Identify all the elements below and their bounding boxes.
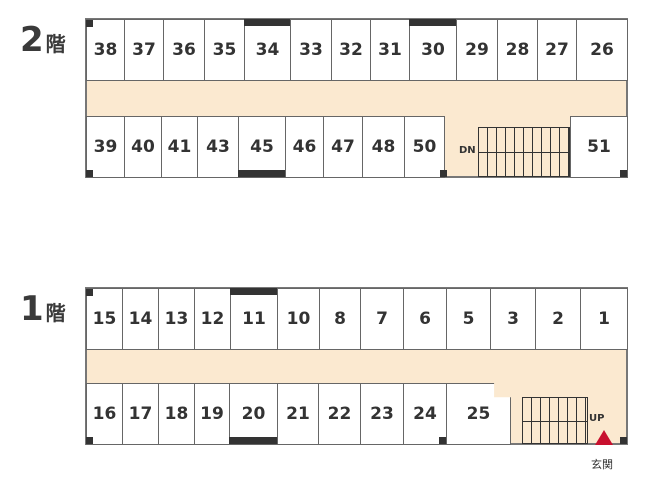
room-5[interactable]: 5 [446, 288, 491, 350]
window-bar [238, 170, 285, 177]
room-38[interactable]: 38 [86, 19, 125, 81]
room-30[interactable]: 30 [409, 19, 457, 81]
floor-number: 2 [20, 20, 44, 60]
pillar [86, 437, 93, 444]
staircase-1f [522, 397, 588, 444]
room-23[interactable]: 23 [360, 383, 404, 445]
room-41[interactable]: 41 [161, 116, 198, 178]
room-12[interactable]: 12 [194, 288, 231, 350]
room-25[interactable]: 25 [446, 383, 511, 445]
room-11[interactable]: 11 [230, 288, 278, 350]
room-35[interactable]: 35 [204, 19, 245, 81]
room-29[interactable]: 29 [456, 19, 498, 81]
room-43[interactable]: 43 [197, 116, 239, 178]
room-40[interactable]: 40 [124, 116, 162, 178]
room-3[interactable]: 3 [490, 288, 536, 350]
stair-up-label: UP [589, 413, 605, 424]
room-32[interactable]: 32 [331, 19, 371, 81]
room-34[interactable]: 34 [244, 19, 291, 81]
room-2[interactable]: 2 [535, 288, 581, 350]
room-6[interactable]: 6 [403, 288, 447, 350]
pillar [440, 170, 447, 177]
window-bar [229, 437, 277, 444]
room-47[interactable]: 47 [323, 116, 363, 178]
entrance-marker-icon [595, 430, 613, 445]
room-8[interactable]: 8 [319, 288, 361, 350]
pillar [86, 289, 93, 296]
room-48[interactable]: 48 [362, 116, 405, 178]
room-24[interactable]: 24 [403, 383, 447, 445]
window-bar [230, 288, 277, 295]
room-19[interactable]: 19 [194, 383, 230, 445]
room-18[interactable]: 18 [158, 383, 195, 445]
room-37[interactable]: 37 [124, 19, 164, 81]
floor-kanji: 階 [45, 32, 66, 56]
room-21[interactable]: 21 [277, 383, 319, 445]
room-14[interactable]: 14 [122, 288, 159, 350]
room-28[interactable]: 28 [497, 19, 538, 81]
room-16[interactable]: 16 [86, 383, 123, 445]
pillar [620, 170, 627, 177]
entrance-label: 玄関 [591, 458, 613, 471]
room-31[interactable]: 31 [370, 19, 410, 81]
room-17[interactable]: 17 [122, 383, 159, 445]
room-33[interactable]: 33 [290, 19, 332, 81]
floor-kanji: 階 [45, 301, 66, 325]
room-50[interactable]: 50 [404, 116, 445, 178]
room-36[interactable]: 36 [163, 19, 205, 81]
pillar [86, 20, 93, 27]
room-13[interactable]: 13 [158, 288, 195, 350]
room-20[interactable]: 20 [229, 383, 278, 445]
room-46[interactable]: 46 [285, 116, 324, 178]
pillar [620, 437, 627, 444]
room-10[interactable]: 10 [277, 288, 320, 350]
room-1[interactable]: 1 [580, 288, 628, 350]
room-22[interactable]: 22 [318, 383, 361, 445]
room-39[interactable]: 39 [86, 116, 125, 178]
room-26[interactable]: 26 [576, 19, 628, 81]
room-15[interactable]: 15 [86, 288, 123, 350]
room-7[interactable]: 7 [360, 288, 404, 350]
room-27[interactable]: 27 [537, 19, 577, 81]
pillar [86, 170, 93, 177]
room-45[interactable]: 45 [238, 116, 286, 178]
pillar [439, 437, 446, 444]
window-bar [244, 19, 290, 26]
floor-number: 1 [20, 289, 44, 329]
room-51[interactable]: 51 [570, 116, 628, 178]
stair-down-label: DN [459, 145, 476, 156]
staircase-2f [478, 127, 570, 177]
window-bar [409, 19, 456, 26]
